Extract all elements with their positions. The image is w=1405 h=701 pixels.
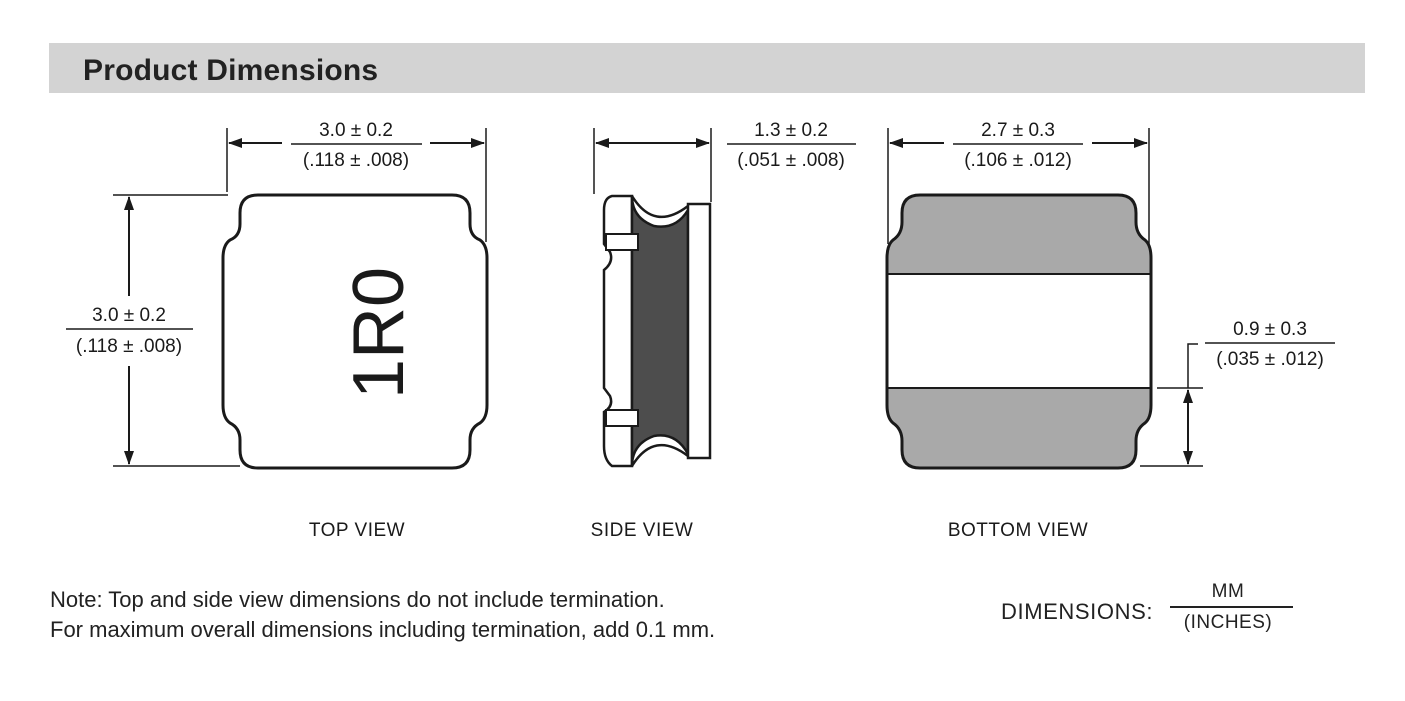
bottom-width-mm: 2.7 ± 0.3 (981, 120, 1055, 141)
side-thickness-in: (.051 ± .008) (737, 150, 845, 171)
top-view: 1R0 3.0 ± 0.2 (.118 ± .008) 3.0 ± 0.2 (.… (66, 120, 489, 541)
termination-note: Note: Top and side view dimensions do no… (50, 585, 715, 645)
side-core (630, 195, 690, 467)
part-marking: 1R0 (339, 267, 419, 399)
top-height-mm: 3.0 ± 0.2 (92, 305, 166, 326)
units-legend-inches: (INCHES) (1183, 612, 1273, 633)
note-line-2: For maximum overall dimensions including… (50, 617, 716, 642)
side-thickness-mm: 1.3 ± 0.2 (754, 120, 828, 141)
bottom-view-label: BOTTOM VIEW (948, 520, 1088, 541)
bottom-term-mm: 0.9 ± 0.3 (1233, 319, 1307, 340)
side-right-flange (686, 202, 712, 460)
bottom-view: 2.7 ± 0.3 (.106 ± .012) 0.9 ± 0.3 (.035 … (885, 120, 1335, 541)
units-legend-mm: MM (1211, 581, 1245, 602)
side-view-label: SIDE VIEW (591, 520, 694, 541)
side-tab-lower (605, 409, 639, 427)
bottom-term-in: (.035 ± .012) (1216, 349, 1324, 370)
section-title: Product Dimensions (83, 54, 379, 87)
side-view: 1.3 ± 0.2 (.051 ± .008) SIDE VIEW (591, 120, 856, 541)
bottom-term-leader (1187, 343, 1198, 388)
units-legend-label: DIMENSIONS: (1001, 599, 1154, 624)
units-legend-bar (1170, 606, 1293, 608)
top-width-mm: 3.0 ± 0.2 (319, 120, 393, 141)
bottom-width-in: (.106 ± .012) (964, 150, 1072, 171)
bottom-terminal-bottom (887, 388, 1151, 468)
side-bottom-curve (630, 443, 689, 467)
side-top-curve (630, 195, 689, 219)
bottom-center-band (887, 274, 1151, 388)
top-width-in: (.118 ± .008) (303, 150, 409, 171)
top-view-label: TOP VIEW (309, 520, 405, 541)
side-left-terminal (602, 194, 634, 468)
bottom-view-body (885, 193, 1153, 470)
side-tab-upper (605, 233, 639, 251)
bottom-terminal-top (887, 195, 1151, 274)
section-header: Product Dimensions (49, 43, 1365, 93)
note-line-1: Note: Top and side view dimensions do no… (50, 587, 665, 612)
top-view-body (221, 193, 489, 470)
top-height-in: (.118 ± .008) (76, 336, 182, 357)
